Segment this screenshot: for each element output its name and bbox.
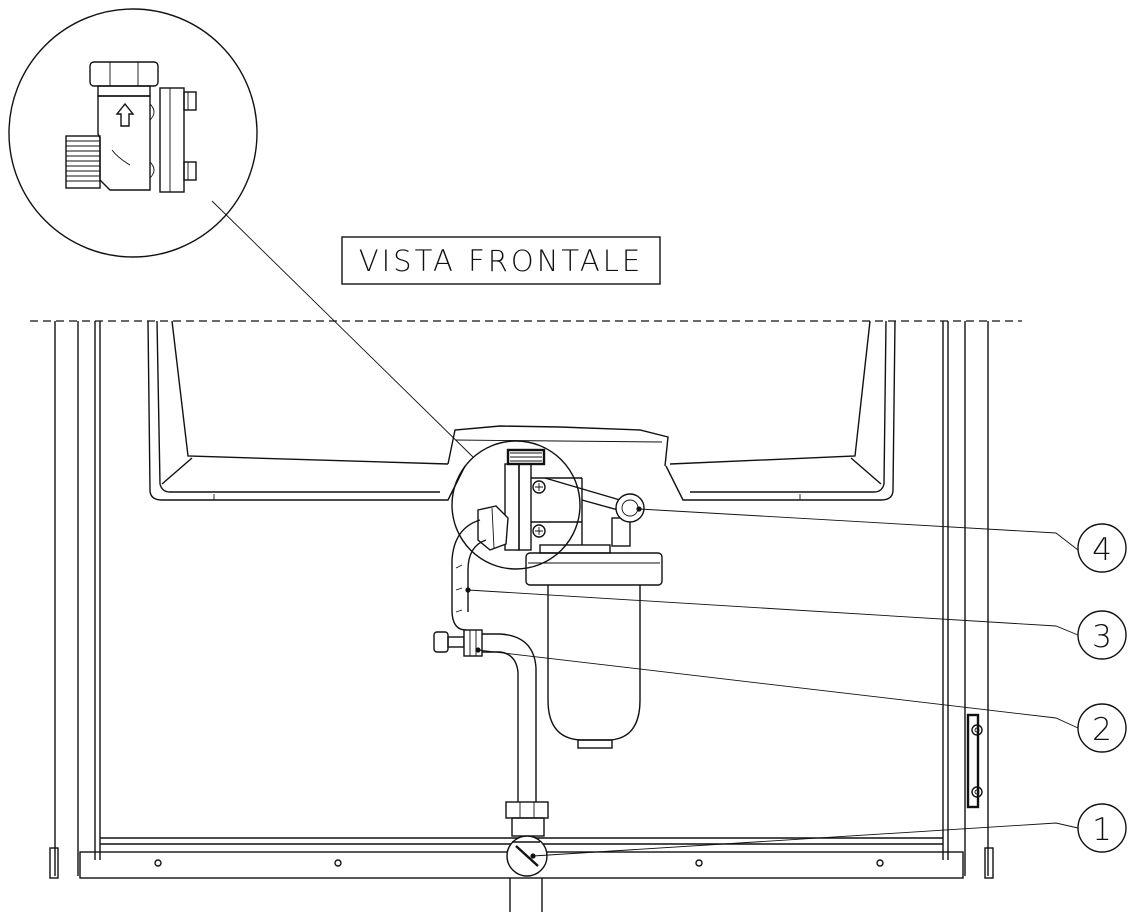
detail-flow-arrow-icon [115,102,135,127]
detail-leader-line [211,200,474,458]
callout-2: 2 [1077,703,1127,753]
leader-line-1 [532,822,1079,857]
detail-hex-nut [89,61,159,97]
callout-bubble [1077,523,1127,573]
callout-1: 1 [1077,803,1127,853]
valve-assembly [451,440,663,749]
drain-piping [433,519,549,877]
drain-tray [147,320,896,501]
view-title-box: VISTA FRONTALE [341,236,661,285]
leader-line-3 [467,589,1079,636]
callout-number: 1 [1092,812,1112,848]
callout-3: 3 [1077,610,1127,660]
detail-reference-circle [451,440,581,570]
callout-number: 2 [1092,712,1112,748]
detail-threaded-inlet [65,135,101,189]
detail-valve-body [97,95,155,191]
view-title: VISTA FRONTALE [359,244,643,278]
callout-number: 3 [1092,619,1112,655]
callout-bubble [1077,610,1127,660]
detail-circle [8,8,258,258]
callout-bubble [1077,703,1127,753]
callout-number: 4 [1092,532,1112,568]
leader-lines [465,506,1079,859]
detail-bracket [159,87,197,193]
detail-inset [8,8,474,458]
unit-frame [30,320,1022,912]
vent-knob [615,493,645,523]
callout-4: 4 [1077,523,1127,573]
leader-line-4 [638,508,1079,551]
callout-bubble [1077,803,1127,853]
leader-line-2 [477,649,1079,729]
